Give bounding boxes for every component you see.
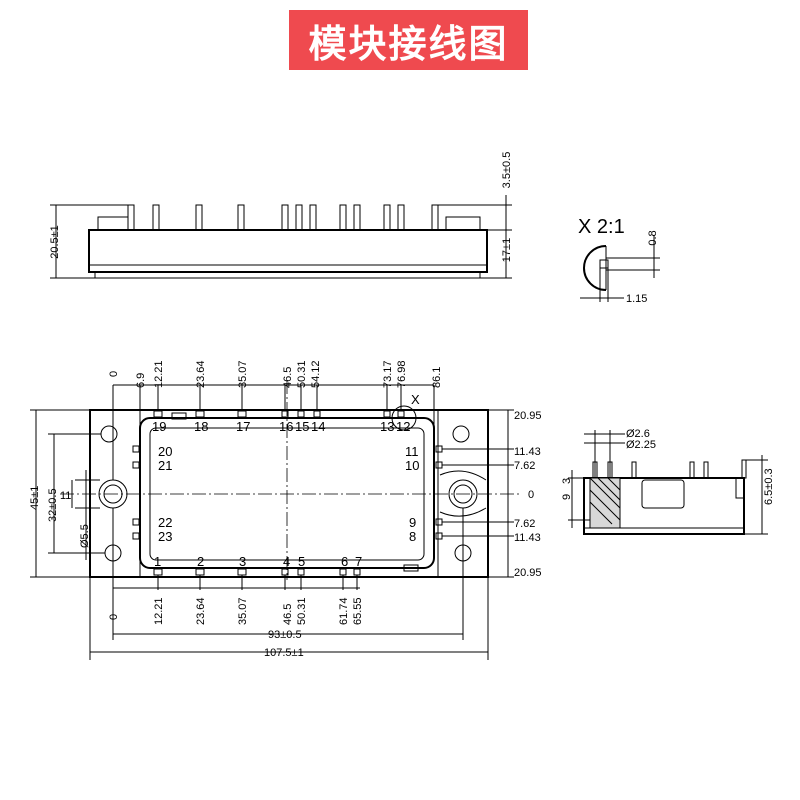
pin-17: 17	[236, 419, 250, 434]
right-dim-20-95-bottom: 20.95	[514, 567, 542, 579]
pin-21: 21	[158, 458, 172, 473]
bottom-dimension-lines	[112, 508, 360, 640]
top-dim-76-98: 76.98	[396, 360, 408, 388]
detail-circle	[583, 245, 607, 291]
pin-11: 11	[405, 444, 419, 459]
pin-5: 5	[298, 554, 305, 569]
pin-20: 20	[158, 444, 172, 459]
section-view: Ø2.6 Ø2.25 9 3 6.5±0.3	[561, 428, 775, 535]
left-dim-32: 32±0.5	[47, 488, 59, 522]
bottom-dim-35-07: 35.07	[237, 597, 249, 625]
pin-6: 6	[341, 554, 348, 569]
bottom-dim-23-64: 23.64	[195, 597, 207, 625]
pin-8: 8	[409, 529, 416, 544]
right-dim-0: 0	[528, 489, 534, 501]
top-pin-pads	[153, 410, 405, 418]
detail-view: X 2:1 0.8 1.15	[578, 216, 660, 305]
side-view: 20.5±1 3.5±0.5 17±1	[49, 152, 513, 279]
top-dim-35-07: 35.07	[237, 360, 249, 388]
pin-10: 10	[405, 458, 419, 473]
top-dim-50-31: 50.31	[296, 360, 308, 388]
pin-7: 7	[355, 554, 362, 569]
section-body	[583, 477, 745, 535]
top-dim-6-9: 6.9	[135, 373, 147, 388]
pin-1: 1	[154, 554, 161, 569]
hole-dim-a: Ø2.6	[626, 428, 650, 440]
section-dim-9: 9	[561, 494, 573, 500]
detail-dim-b: 1.15	[626, 293, 647, 305]
width-total: 107.5±1	[264, 647, 304, 659]
top-dim-23-64: 23.64	[195, 360, 207, 388]
pin-22: 22	[158, 515, 172, 530]
pin-3: 3	[239, 554, 246, 569]
top-dimension-lines	[112, 384, 435, 480]
top-view: X 19 18 17 16 15 14 13 12 1 2 3 4 5 6 7 …	[29, 360, 542, 660]
detail-x-circle	[391, 405, 417, 431]
bottom-dim-61-74: 61.74	[338, 597, 350, 625]
pin-23: 23	[158, 529, 172, 544]
section-height: 6.5±0.3	[763, 468, 775, 505]
left-dim-11: 11	[60, 490, 71, 502]
bottom-dim-46-5: 46.5	[282, 604, 294, 625]
bottom-dim-12-21: 12.21	[153, 597, 165, 625]
pin-14: 14	[311, 419, 325, 434]
x-marker: X	[411, 392, 420, 407]
pin-15: 15	[295, 419, 309, 434]
left-dim-45: 45±1	[29, 486, 41, 510]
side-view-body	[88, 229, 488, 273]
section-dim-3: 3	[561, 478, 573, 484]
left-dim-hole: Ø5.5	[79, 524, 91, 548]
page-title: 模块接线图	[289, 10, 528, 70]
bottom-dim-65-55: 65.55	[352, 597, 364, 625]
right-dimension-lines	[442, 409, 514, 578]
top-dim-86-1: 86.1	[431, 367, 443, 388]
detail-label: X 2:1	[578, 216, 625, 238]
pin-2: 2	[197, 554, 204, 569]
top-dim-0: 0	[108, 371, 120, 377]
side-view-pins	[127, 204, 439, 231]
pin-12: 12	[396, 419, 410, 434]
top-dim-46-5: 46.5	[282, 367, 294, 388]
bottom-dim-0: 0	[108, 614, 120, 620]
pin-16: 16	[279, 419, 293, 434]
bottom-pin-pads	[153, 568, 361, 576]
right-dim-11-43-top: 11.43	[514, 446, 541, 458]
top-dim-12-21: 12.21	[153, 360, 165, 388]
side-pin-top: 3.5±0.5	[501, 152, 513, 189]
side-height-total: 20.5±1	[49, 225, 61, 259]
hole-dim-b: Ø2.25	[626, 439, 656, 451]
side-height-body: 17±1	[501, 238, 513, 262]
width-inner: 93±0.5	[268, 629, 302, 641]
top-dim-54-12: 54.12	[310, 360, 322, 388]
right-dim-7-62-top: 7.62	[514, 460, 535, 472]
detail-dim-a: 0.8	[647, 230, 659, 245]
pin-13: 13	[380, 419, 394, 434]
top-dim-73-17: 73.17	[382, 360, 394, 388]
bottom-dim-50-31: 50.31	[296, 597, 308, 625]
pin-19: 19	[152, 419, 166, 434]
right-dim-11-43-bottom: 11.43	[514, 532, 541, 544]
mounting-holes	[98, 425, 478, 562]
pin-9: 9	[409, 515, 416, 530]
pin-4: 4	[283, 554, 290, 569]
top-view-outline	[89, 409, 489, 578]
right-dim-7-62-bottom: 7.62	[514, 518, 535, 530]
right-dim-20-95-top: 20.95	[514, 410, 542, 422]
pin-18: 18	[194, 419, 208, 434]
